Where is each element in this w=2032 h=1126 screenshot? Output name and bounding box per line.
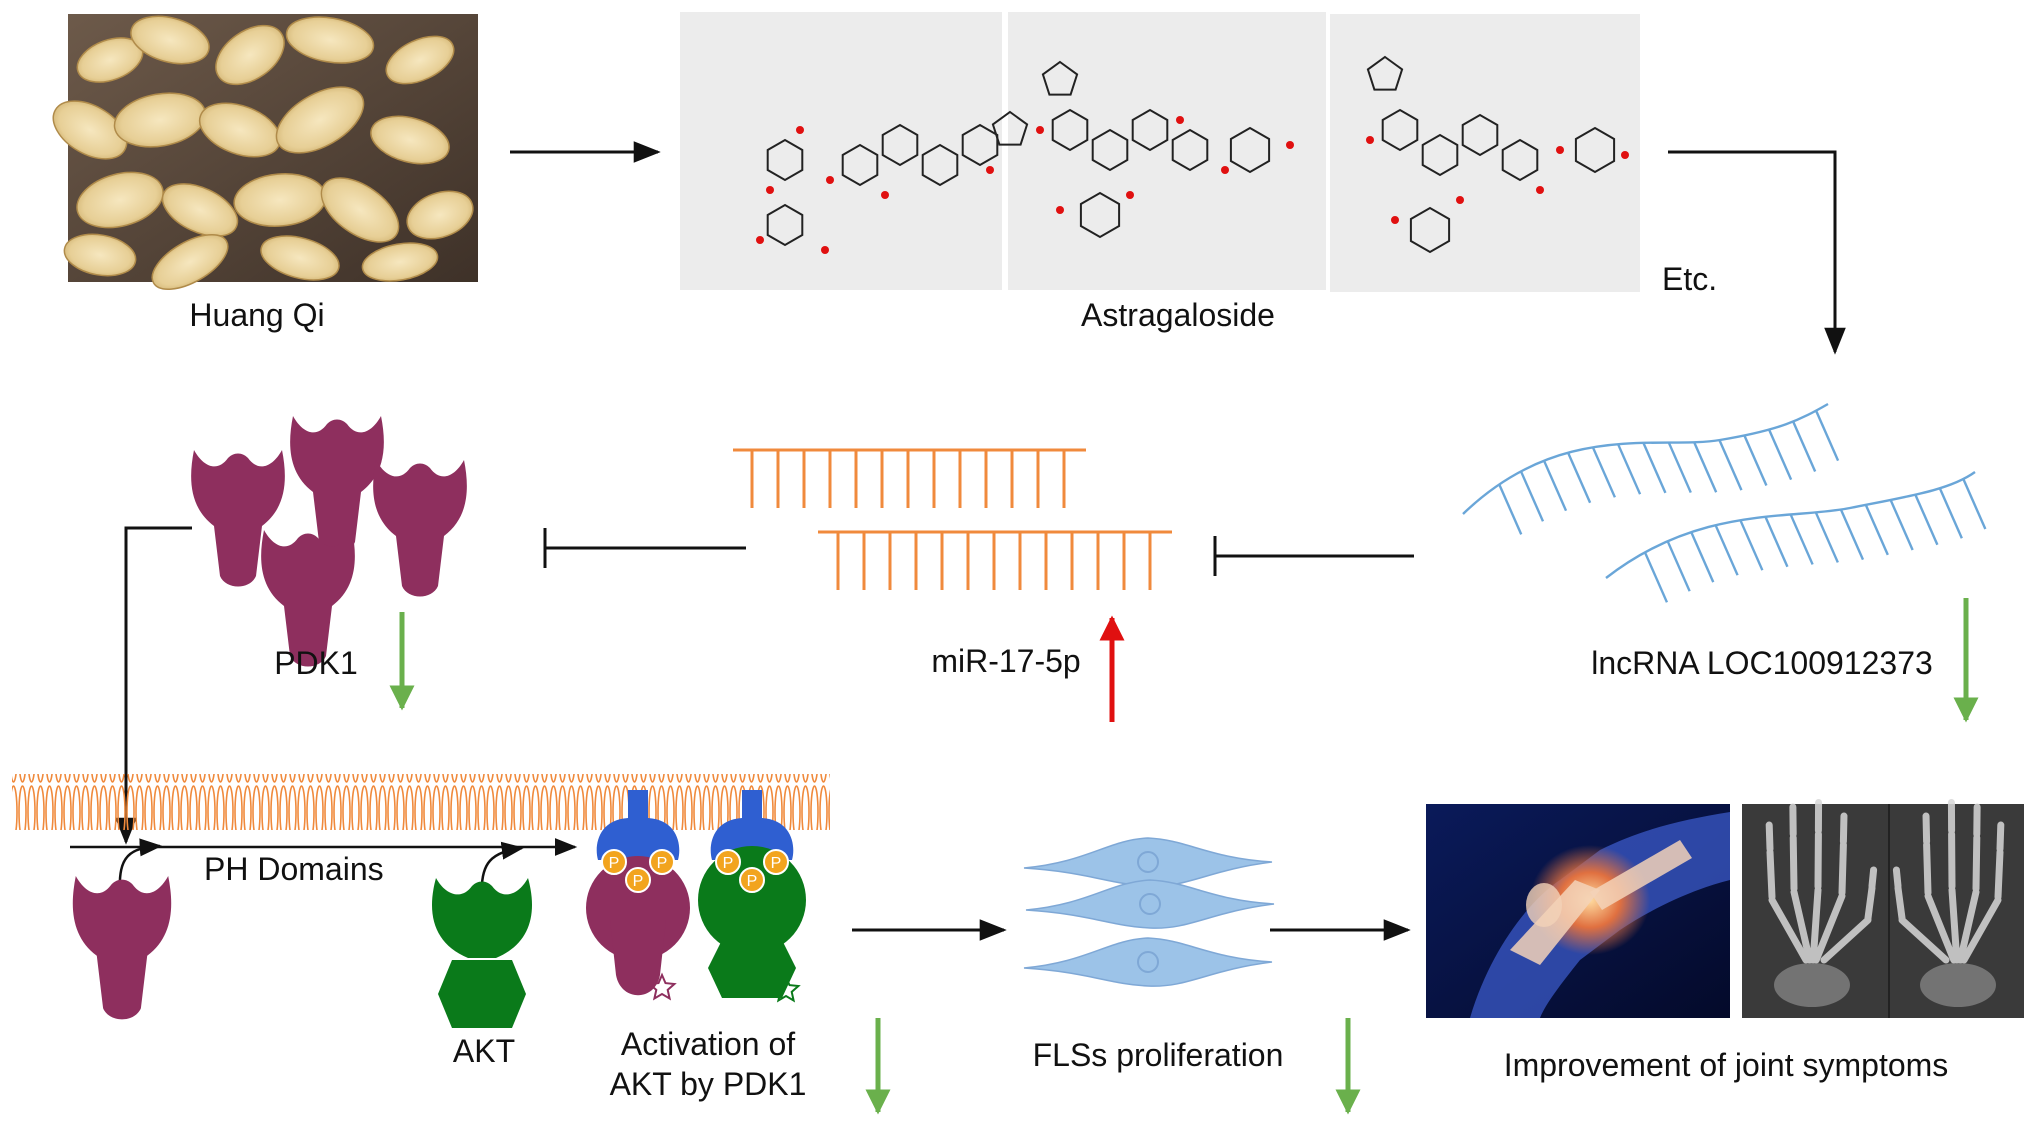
label-akt: AKT [452,1033,516,1069]
label-lncrna: lncRNA LOC100912373 [1591,645,1933,681]
svg-text:P: P [747,873,758,890]
arrow-compounds-to-lncrna [1668,150,1846,355]
label-astragaloside: Astragaloside [1081,297,1275,333]
inhibit-mirna-pdk1 [543,528,746,568]
label-ph-domains: PH Domains [204,851,384,887]
lncrna-strands [1462,402,1987,603]
akt-protein [431,878,533,1028]
label-etc: Etc. [1662,261,1718,297]
knee-xray [1426,804,1730,1018]
fls-cells [1023,837,1275,987]
cell-membrane [12,774,830,830]
astragaloside-structure [680,12,1640,292]
svg-text:P: P [771,855,782,872]
label-huang-qi: Huang Qi [189,297,325,333]
hand-xray [1742,799,2024,1018]
label-improvement: Improvement of joint symptoms [1503,1047,1949,1083]
svg-text:P: P [633,873,644,890]
label-mirna: miR-17-5p [931,643,1081,679]
svg-text:P: P [657,855,668,872]
svg-text:P: P [723,855,734,872]
huang-qi-photo [52,14,478,290]
arrow-pdk1-to-membrane [115,526,192,845]
label-pdk1: PDK1 [274,645,358,681]
label-activation: Activation of AKT by PDK1 [609,1026,807,1102]
mirna-duplex [733,448,1172,590]
inhibit-lncrna-mirna [1213,536,1414,576]
svg-text:P: P [609,855,620,872]
pdk1-protein-cluster [191,416,467,667]
label-fls: FLSs proliferation [1032,1037,1284,1073]
pdk1-protein-lone [72,876,172,1020]
